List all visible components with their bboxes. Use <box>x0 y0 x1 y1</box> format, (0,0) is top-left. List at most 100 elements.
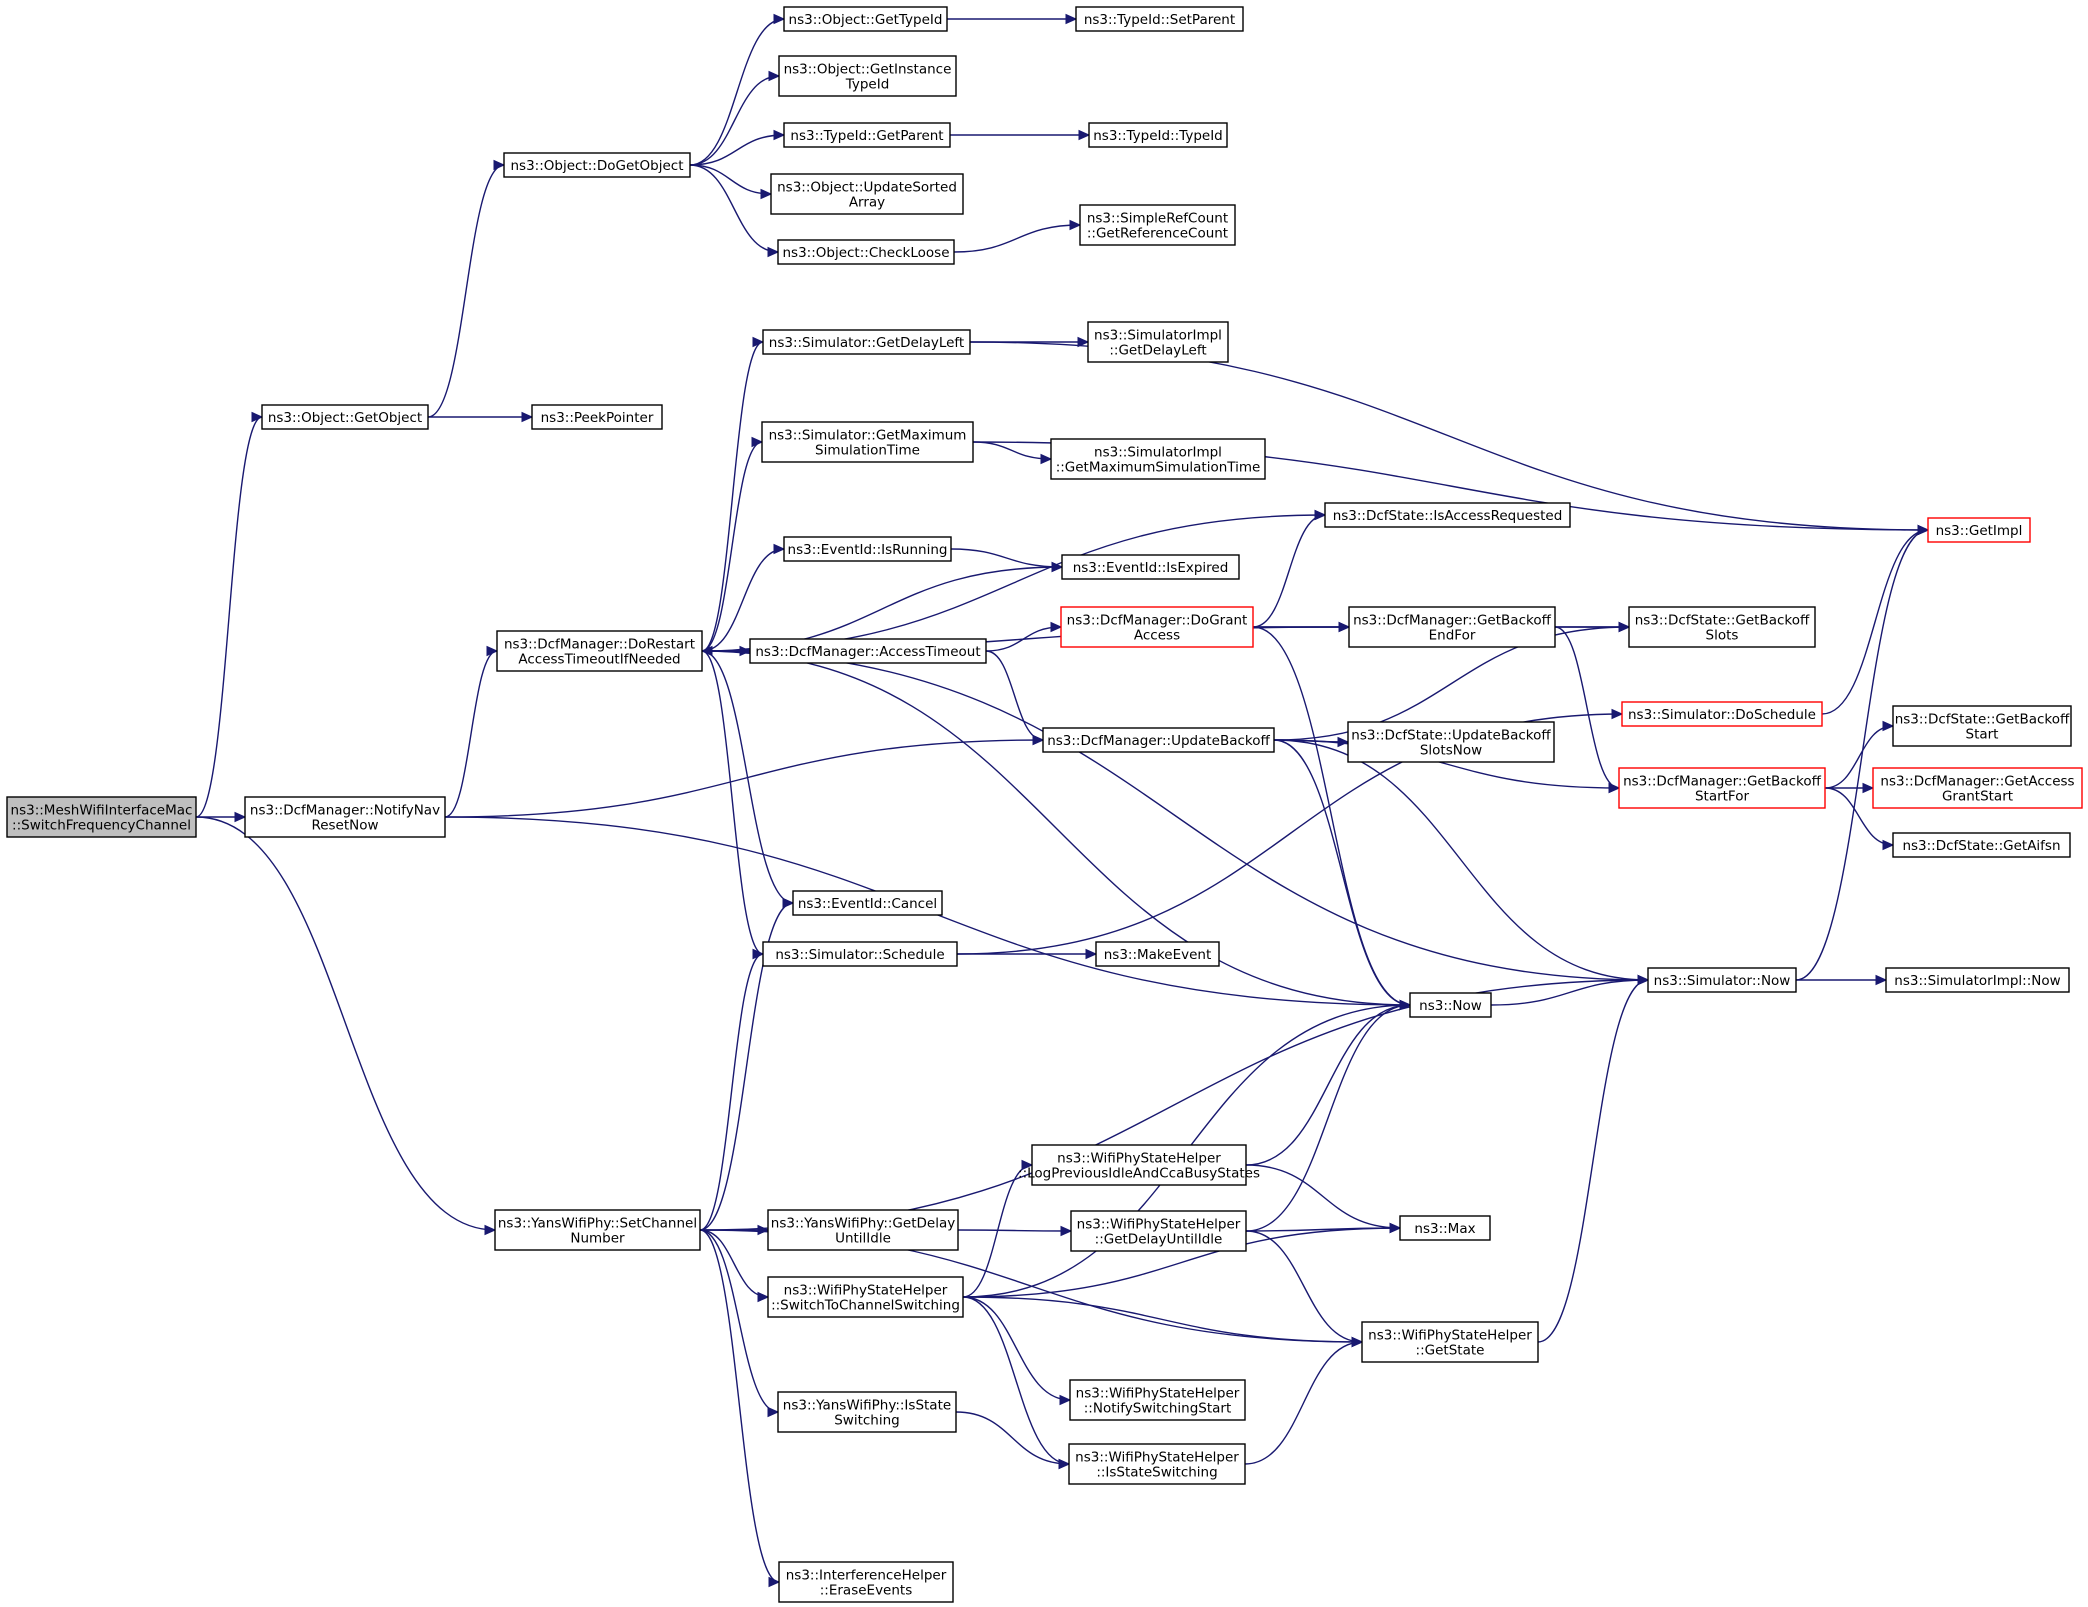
node-label: UntilIdle <box>835 1231 891 1247</box>
node-event-is-expired[interactable]: ns3::EventId::IsExpired <box>1061 554 1240 580</box>
edge-arrowhead <box>757 1291 770 1303</box>
node-obj-check-loose[interactable]: ns3::Object::CheckLoose <box>777 239 955 265</box>
node-now[interactable]: ns3::Now <box>1409 992 1492 1018</box>
node-switch-to-channel[interactable]: ns3::WifiPhyStateHelper::SwitchToChannel… <box>767 1276 964 1318</box>
node-label: SimulationTime <box>815 443 920 459</box>
node-state-get-aifsn[interactable]: ns3::DcfState::GetAifsn <box>1892 832 2071 858</box>
edge-yansGetDelay-to-helperGetDelay <box>957 1225 1073 1237</box>
node-type-id-type-id[interactable]: ns3::TypeId::TypeId <box>1088 122 1228 148</box>
node-root[interactable]: ns3::MeshWifiInterfaceMac::SwitchFrequen… <box>6 796 197 838</box>
node-label: ns3::DcfManager::GetBackoff <box>1353 613 1551 629</box>
edge-arrowhead <box>782 897 795 909</box>
edge-logPrevIdle-to-max <box>1245 1164 1402 1234</box>
edge-line <box>699 1229 780 1583</box>
node-yans-get-delay[interactable]: ns3::YansWifiPhy::GetDelayUntilIdle <box>767 1209 959 1251</box>
node-make-event[interactable]: ns3::MakeEvent <box>1095 941 1220 967</box>
node-label: ns3::Simulator::Schedule <box>775 947 944 963</box>
edge-notifyNav-to-updateBackoff <box>444 734 1045 818</box>
edge-doRestart-to-simGetDelayLeft <box>701 336 765 652</box>
edge-updateBackoff-to-stateGetBackoffSlots <box>1273 621 1631 741</box>
node-is-access-requested[interactable]: ns3::DcfState::IsAccessRequested <box>1324 502 1571 528</box>
node-sim-get-max-sim[interactable]: ns3::Simulator::GetMaximumSimulationTime <box>761 421 974 463</box>
node-label: Start <box>1966 727 1999 743</box>
node-update-backoff[interactable]: ns3::DcfManager::UpdateBackoff <box>1042 727 1275 753</box>
node-sim-impl-get-delay-left[interactable]: ns3::SimulatorImpl::GetDelayLeft <box>1087 321 1229 363</box>
edge-typeIdGetParent-to-typeIdTypeId <box>950 129 1091 141</box>
node-notify-switching[interactable]: ns3::WifiPhyStateHelper::NotifySwitching… <box>1069 1379 1246 1421</box>
node-label: ns3::Simulator::DoSchedule <box>1628 707 1816 723</box>
node-label: ns3::Simulator::GetMaximum <box>769 428 967 444</box>
edge-arrowhead <box>1058 1458 1071 1470</box>
edge-getBackoffStartFor-to-stateGetAifsn <box>1824 787 1895 851</box>
node-get-object[interactable]: ns3::Object::GetObject <box>261 404 429 430</box>
edge-eventIsRunning-to-eventIsExpired <box>950 548 1064 573</box>
node-sim-get-delay-left[interactable]: ns3::Simulator::GetDelayLeft <box>762 329 971 355</box>
node-event-is-running[interactable]: ns3::EventId::IsRunning <box>783 536 952 562</box>
node-peek-pointer[interactable]: ns3::PeekPointer <box>531 404 663 430</box>
edge-accessTimeout-to-updateBackoff <box>985 650 1045 746</box>
node-event-cancel[interactable]: ns3::EventId::Cancel <box>792 890 943 916</box>
edge-line <box>1252 514 1326 628</box>
edge-arrowhead <box>484 1224 497 1236</box>
edge-line <box>1554 626 1620 789</box>
node-log-prev-idle[interactable]: ns3::WifiPhyStateHelper::LogPreviousIdle… <box>1018 1144 1260 1186</box>
node-box <box>1068 1443 1246 1485</box>
node-label: ns3::DcfManager::DoGrant <box>1067 613 1248 629</box>
edge-arrowhead <box>752 948 765 960</box>
edge-objGetTypeId-to-typeIdSetParent <box>947 13 1078 25</box>
node-helper-get-state[interactable]: ns3::WifiPhyStateHelper::GetState <box>1361 1321 1539 1363</box>
node-box <box>767 1209 959 1251</box>
edge-arrowhead <box>251 411 264 423</box>
node-label: ::GetMaximumSimulationTime <box>1056 460 1261 476</box>
node-sim-do-schedule[interactable]: ns3::Simulator::DoSchedule <box>1621 701 1823 727</box>
node-label: ns3::DcfManager::GetBackoff <box>1623 774 1821 790</box>
node-label: ns3::DcfState::IsAccessRequested <box>1333 508 1563 524</box>
node-yans-is-state-switching[interactable]: ns3::YansWifiPhy::IsStateSwitching <box>777 1391 957 1433</box>
edge-line <box>689 164 772 195</box>
edge-line <box>689 75 780 166</box>
node-sim-now[interactable]: ns3::Simulator::Now <box>1647 967 1797 993</box>
node-box <box>1361 1321 1539 1363</box>
node-max[interactable]: ns3::Max <box>1399 1215 1491 1241</box>
node-do-restart[interactable]: ns3::DcfManager::DoRestartAccessTimeoutI… <box>496 630 703 672</box>
node-simple-ref-count[interactable]: ns3::SimpleRefCount::GetReferenceCount <box>1079 204 1236 246</box>
node-get-impl[interactable]: ns3::GetImpl <box>1927 517 2031 543</box>
node-box <box>1892 705 2072 747</box>
node-label: Switching <box>834 1413 900 1429</box>
node-obj-get-type-id[interactable]: ns3::Object::GetTypeId <box>783 6 948 32</box>
node-helper-get-delay[interactable]: ns3::WifiPhyStateHelper::GetDelayUntilId… <box>1070 1210 1247 1252</box>
edge-line <box>689 18 785 166</box>
edge-line <box>962 1164 1033 1298</box>
node-type-id-get-parent[interactable]: ns3::TypeId::GetParent <box>783 122 951 148</box>
node-label: Access <box>1134 628 1180 644</box>
edge-line <box>699 953 764 1231</box>
node-erase-events[interactable]: ns3::InterferenceHelper::EraseEvents <box>778 1561 954 1603</box>
node-sim-impl-now[interactable]: ns3::SimulatorImpl::Now <box>1885 967 2070 993</box>
node-sim-schedule[interactable]: ns3::Simulator::Schedule <box>762 941 958 967</box>
node-access-timeout[interactable]: ns3::DcfManager::AccessTimeout <box>749 638 987 664</box>
edge-line <box>1273 739 1649 981</box>
node-box <box>1060 606 1254 648</box>
edge-line <box>962 1296 1071 1401</box>
node-sim-impl-get-max-sim[interactable]: ns3::SimulatorImpl::GetMaximumSimulation… <box>1050 438 1266 480</box>
node-label: ns3::DcfManager::DoRestart <box>504 637 695 653</box>
node-label: ns3::DcfManager::NotifyNav <box>250 803 440 819</box>
node-do-get-object[interactable]: ns3::Object::DoGetObject <box>503 152 691 178</box>
edge-arrowhead <box>1069 219 1082 231</box>
edge-line <box>701 341 764 652</box>
edge-line <box>701 650 794 904</box>
node-helper-is-state-switching[interactable]: ns3::WifiPhyStateHelper::IsStateSwitchin… <box>1068 1443 1246 1485</box>
node-type-id-set-parent[interactable]: ns3::TypeId::SetParent <box>1075 6 1244 32</box>
node-label: ns3::WifiPhyStateHelper <box>1076 1386 1240 1402</box>
